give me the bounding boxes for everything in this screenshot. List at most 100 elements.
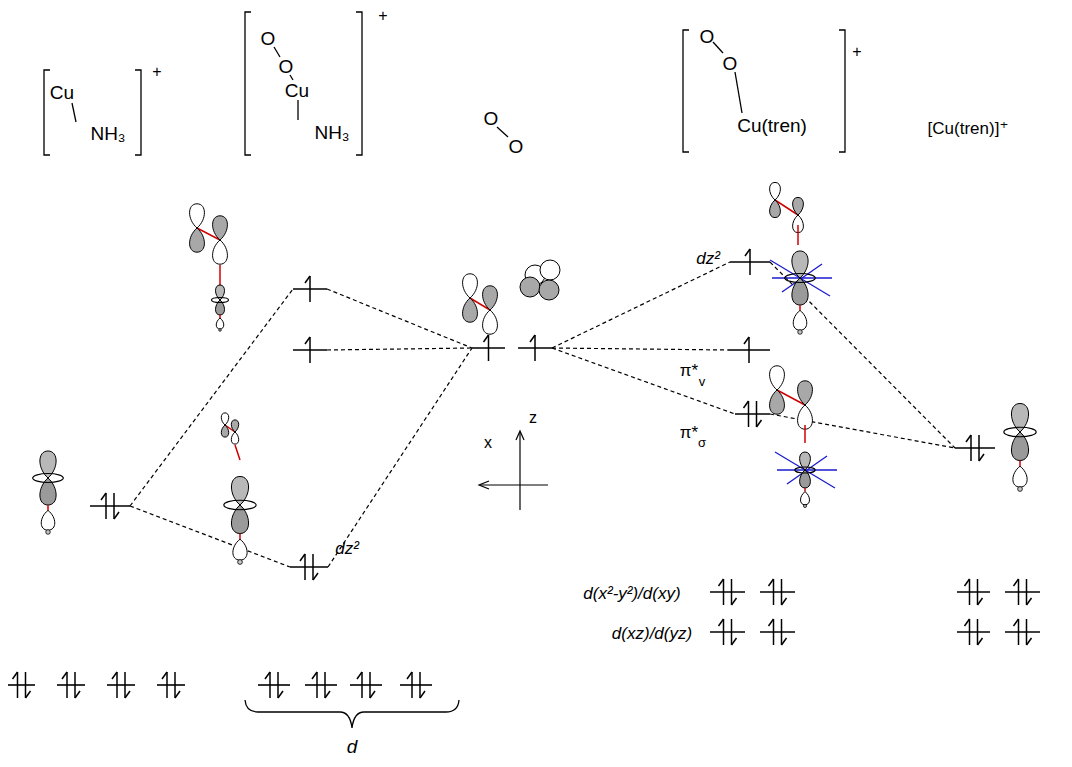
- orbital-lobe: [793, 310, 807, 330]
- orbital-lobe: [483, 310, 498, 334]
- spin-up-head: [769, 579, 774, 586]
- orbital-lobe: [770, 366, 785, 390]
- spin-down-head: [1027, 598, 1032, 605]
- levels-and-orbitals: [8, 182, 1040, 698]
- energy-level: [90, 505, 130, 507]
- bond: [497, 127, 508, 137]
- orbital-torus: [224, 500, 256, 510]
- orbital-lobe: [798, 381, 813, 405]
- spin-up: [269, 672, 271, 698]
- orbital-lobe: [221, 425, 228, 437]
- spin-down-head: [26, 691, 31, 698]
- bond: [297, 100, 298, 120]
- spin-down: [174, 672, 176, 698]
- spin-up: [17, 672, 19, 698]
- energy-level: [157, 684, 185, 686]
- text-label: σ: [698, 436, 706, 449]
- orbital-lobe: [231, 420, 238, 432]
- bond-line: [239, 534, 241, 540]
- spin-up: [773, 579, 775, 605]
- text-label: +: [152, 64, 161, 80]
- orbital-lobe: [770, 390, 785, 414]
- energy-level: [350, 684, 382, 686]
- text-label: π*: [680, 424, 698, 441]
- spin-down: [978, 435, 980, 461]
- bracket: [683, 30, 689, 152]
- spin-up-head: [966, 435, 971, 442]
- spin-up-head: [1014, 579, 1019, 586]
- orbital-lobe: [233, 539, 247, 560]
- orbital-lobe: [483, 286, 498, 310]
- spin-up-head: [744, 401, 749, 408]
- spin-up: [66, 672, 68, 698]
- correlation-line: [130, 506, 290, 567]
- bonds: [72, 42, 742, 137]
- spin-down: [781, 619, 783, 645]
- spin-up: [361, 672, 363, 698]
- correlation-line: [552, 348, 735, 414]
- orbital-torus: [785, 274, 816, 283]
- orbital-lobe: [520, 277, 540, 297]
- energy-level: [957, 631, 990, 633]
- spin-up: [166, 672, 168, 698]
- bond-line: [797, 225, 799, 245]
- spin-up-head: [162, 672, 167, 679]
- orbital-lobe: [1013, 466, 1027, 487]
- spin-down: [124, 672, 126, 698]
- bond: [290, 75, 293, 80]
- spin-down: [324, 672, 326, 698]
- orbital-torus: [795, 467, 815, 473]
- orbital-lobe: [770, 182, 781, 200]
- text-label: d: [347, 737, 358, 756]
- text-label: O: [484, 109, 499, 128]
- spin-down-head: [370, 691, 375, 698]
- text-label: x: [484, 435, 492, 451]
- correlation-line: [328, 348, 472, 567]
- orbital-lobe: [463, 274, 478, 298]
- bracket: [245, 12, 251, 155]
- spin-down: [731, 619, 733, 645]
- spin-up-head: [484, 335, 489, 342]
- bond: [274, 47, 280, 57]
- text-label: O: [700, 27, 715, 46]
- text-label: O: [509, 137, 524, 156]
- spin-up-head: [530, 335, 535, 342]
- spin-down-head: [732, 598, 737, 605]
- bond-line: [1019, 461, 1021, 467]
- energy-level: [400, 684, 432, 686]
- spin-down: [1026, 579, 1028, 605]
- spin-up: [1018, 579, 1020, 605]
- spin-up-head: [745, 249, 750, 256]
- spin-down-head: [75, 691, 80, 698]
- spin-up-head: [407, 672, 412, 679]
- spin-up: [723, 579, 725, 605]
- spin-down: [113, 493, 115, 519]
- spin-up-head: [300, 554, 305, 561]
- energy-level: [258, 684, 290, 686]
- spin-down-head: [978, 638, 983, 645]
- orbital-torus: [33, 474, 64, 483]
- spin-up: [116, 672, 118, 698]
- orbital-lobe: [190, 204, 205, 228]
- spin-up: [534, 335, 536, 361]
- bond-line: [804, 425, 806, 443]
- bond: [72, 103, 76, 122]
- correlation-line: [552, 262, 730, 348]
- bracket: [135, 70, 141, 155]
- spin-down-head: [125, 691, 130, 698]
- spin-down-head: [325, 691, 330, 698]
- bracket: [839, 30, 845, 152]
- arrowhead: [479, 481, 489, 489]
- spin-up-head: [305, 276, 310, 283]
- energy-level: [735, 413, 770, 415]
- spin-down: [277, 672, 279, 698]
- text-label: d(xz)/d(yz): [612, 625, 692, 642]
- text-label: O: [261, 29, 276, 48]
- energy-level: [290, 566, 328, 568]
- bond-line: [47, 505, 49, 510]
- energy-level: [760, 631, 795, 633]
- energy-level: [710, 631, 745, 633]
- spin-down: [977, 579, 979, 605]
- spin-up-head: [719, 619, 724, 626]
